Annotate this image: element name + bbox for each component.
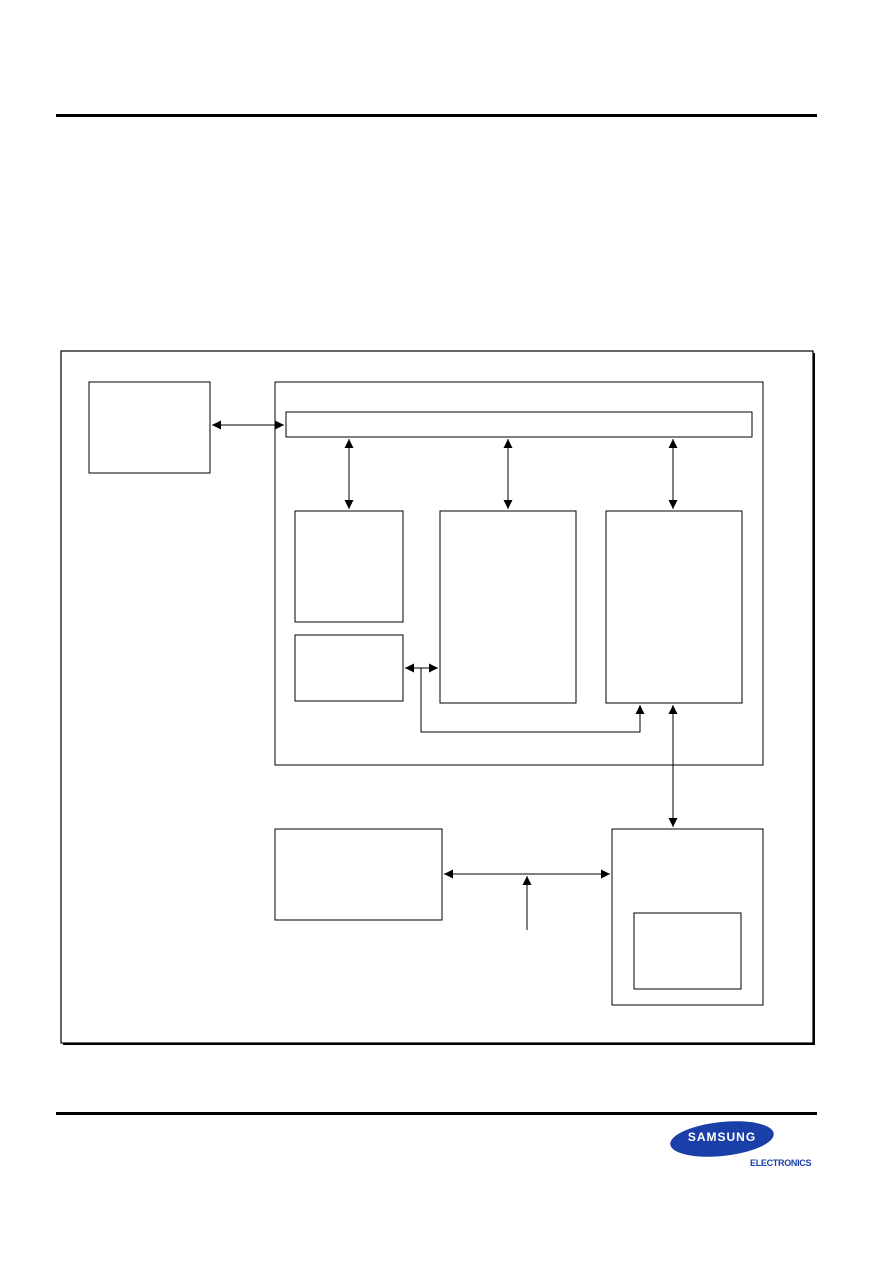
elbow-b-d xyxy=(420,668,645,733)
block-d xyxy=(605,510,743,704)
block-e xyxy=(274,828,443,921)
block-f xyxy=(611,828,764,1006)
bus-bar xyxy=(285,411,753,438)
external-block xyxy=(88,381,211,474)
header-rule xyxy=(56,114,817,117)
logo-division: ELECTRONICS xyxy=(750,1158,812,1168)
inner-container xyxy=(274,381,764,766)
block-a xyxy=(294,510,404,623)
logo-brand: SAMSUNG xyxy=(687,1130,757,1144)
footer-rule xyxy=(56,1112,817,1115)
block-f-inner xyxy=(633,912,742,990)
block-b xyxy=(294,634,404,702)
block-c xyxy=(439,510,577,704)
samsung-logo: SAMSUNG ELECTRONICS xyxy=(668,1116,818,1172)
outer-frame xyxy=(60,350,814,1044)
